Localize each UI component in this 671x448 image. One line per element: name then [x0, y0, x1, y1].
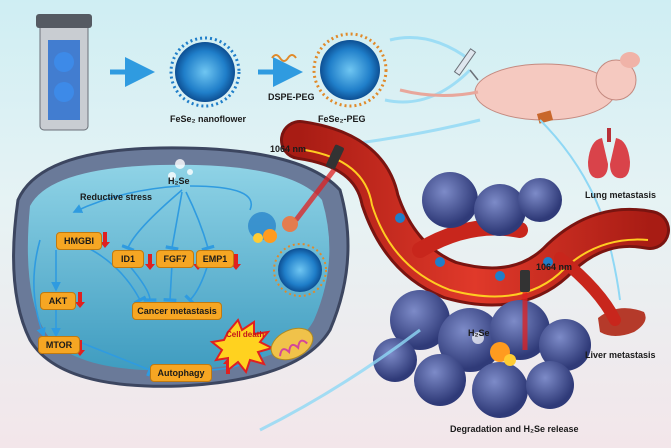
box-id1: ID1 — [112, 250, 144, 268]
label-h2se-tumor: H₂Se — [468, 328, 490, 338]
injection-streak — [389, 36, 471, 62]
tumor-cluster — [373, 172, 591, 418]
organ-link — [539, 119, 601, 211]
dspe-peg-icon — [271, 54, 297, 62]
label-liver-metastasis: Liver metastasis — [585, 350, 656, 360]
lung-icon — [588, 128, 630, 179]
box-cancer-metastasis: Cancer metastasis — [132, 302, 222, 320]
box-hmgb1: HMGBI — [56, 232, 102, 250]
syringe-icon — [453, 48, 479, 81]
label-dspe-peg: DSPE-PEG — [268, 92, 315, 102]
cell-death-burst-icon — [209, 318, 275, 375]
label-laser-1: 1064 nm — [270, 144, 307, 154]
box-fgf7: FGF7 — [156, 250, 194, 268]
label-cell-death: Cell death — [226, 330, 265, 339]
blood-vessel — [280, 120, 670, 326]
tumor-release-icon — [472, 332, 516, 366]
box-autophagy: Autophagy — [150, 364, 212, 382]
mitochondrion-icon — [270, 327, 314, 361]
injection-streak — [384, 68, 472, 104]
autoclave-icon — [36, 14, 92, 131]
label-fese2-peg: FeSe₂-PEG — [318, 114, 366, 124]
label-degradation: Degradation and H₂Se release — [450, 424, 579, 434]
membrane-nanoparticle-icon — [273, 243, 327, 297]
degrading-nanoparticle-icon — [248, 212, 277, 243]
bubbles-icon — [168, 159, 193, 180]
box-emp1: EMP1 — [196, 250, 234, 268]
label-h2se-cell: H₂Se — [168, 176, 190, 186]
mouse-icon — [399, 52, 640, 124]
laser-2 — [520, 270, 530, 350]
label-nanoflower: FeSe₂ nanoflower — [170, 114, 247, 124]
laser-1 — [282, 144, 344, 232]
label-reductive-stress: Reductive stress — [80, 192, 153, 202]
injection-streak — [259, 328, 421, 432]
box-akt: AKT — [40, 292, 76, 310]
fese2-peg-nanoparticle-icon — [312, 32, 388, 108]
fese2-nanoflower-icon — [169, 36, 241, 108]
label-lung-metastasis: Lung metastasis — [585, 190, 657, 200]
box-mtor: MTOR — [38, 336, 80, 354]
label-laser-2: 1064 nm — [536, 262, 573, 272]
